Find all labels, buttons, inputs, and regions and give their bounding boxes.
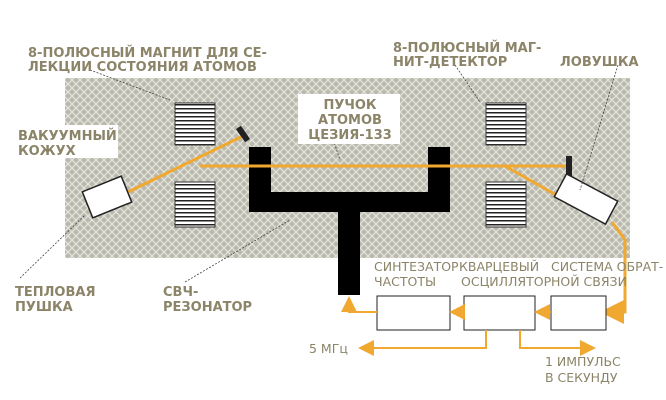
synthesizer-label-1: СИНТЕЗАТОР <box>374 259 459 274</box>
synthesizer-label-2: ЧАСТОТЫ <box>374 274 436 289</box>
deflector-plate <box>235 125 251 143</box>
thermal-oven <box>81 175 133 219</box>
trap-label: ЛОВУШКА <box>560 55 639 70</box>
selection-magnet-top <box>174 102 216 146</box>
microwave-resonator <box>249 147 450 295</box>
beam-label-3: ЦЕЗИЯ-133 <box>308 128 392 143</box>
oven-label-1: ТЕПЛОВАЯ <box>15 285 95 300</box>
selection-magnet-label-1: 8-ПОЛЮСНЫЙ МАГНИТ ДЛЯ СЕ- <box>28 45 267 61</box>
output-frequency-label: 5 МГц <box>309 341 348 356</box>
vacuum-label-box <box>15 125 118 158</box>
detector-magnet-top <box>485 102 527 146</box>
selection-magnet-bottom <box>174 181 216 228</box>
resonator-label-1: СВЧ- <box>163 285 198 300</box>
feedback-system-block <box>550 295 607 331</box>
trap-plate <box>566 156 572 176</box>
output-pulse-label-1: 1 ИМПУЛЬС <box>545 354 621 369</box>
beam-label-1: ПУЧОК <box>323 98 376 113</box>
resonator-label-2: РЕЗОНАТОР <box>163 300 252 315</box>
detector-magnet-label-1: 8-ПОЛЮСНЫЙ МАГ- <box>393 40 541 56</box>
frequency-synthesizer-block <box>376 295 451 331</box>
feedback-label-1: СИСТЕМА ОБРАТ- <box>551 259 663 274</box>
beam-label-box <box>298 94 400 144</box>
oscillator-label-2: ОСЦИЛЛЯТОР <box>461 274 552 289</box>
output-pulse-label-2: В СЕКУНДУ <box>545 370 618 385</box>
vacuum-label-1: ВАКУУМНЫЙ <box>18 128 117 144</box>
quartz-oscillator-block <box>463 295 536 331</box>
selection-magnet-label-2: ЛЕКЦИИ СОСТОЯНИЯ АТОМОВ <box>28 60 257 75</box>
detector <box>553 172 619 226</box>
detector-magnet-bottom <box>485 181 527 228</box>
pointer-lines <box>19 64 619 283</box>
signal-lines <box>341 296 596 356</box>
oscillator-label-1: КВАРЦЕВЫЙ <box>459 259 539 274</box>
feedback-label-2: НОЙ СВЯЗИ <box>551 274 627 289</box>
beam-label-2: АТОМОВ <box>318 113 382 128</box>
oven-label-2: ПУШКА <box>15 300 73 315</box>
vacuum-label-2: КОЖУХ <box>18 144 76 159</box>
detector-magnet-label-2: НИТ-ДЕТЕКТОР <box>393 55 507 70</box>
